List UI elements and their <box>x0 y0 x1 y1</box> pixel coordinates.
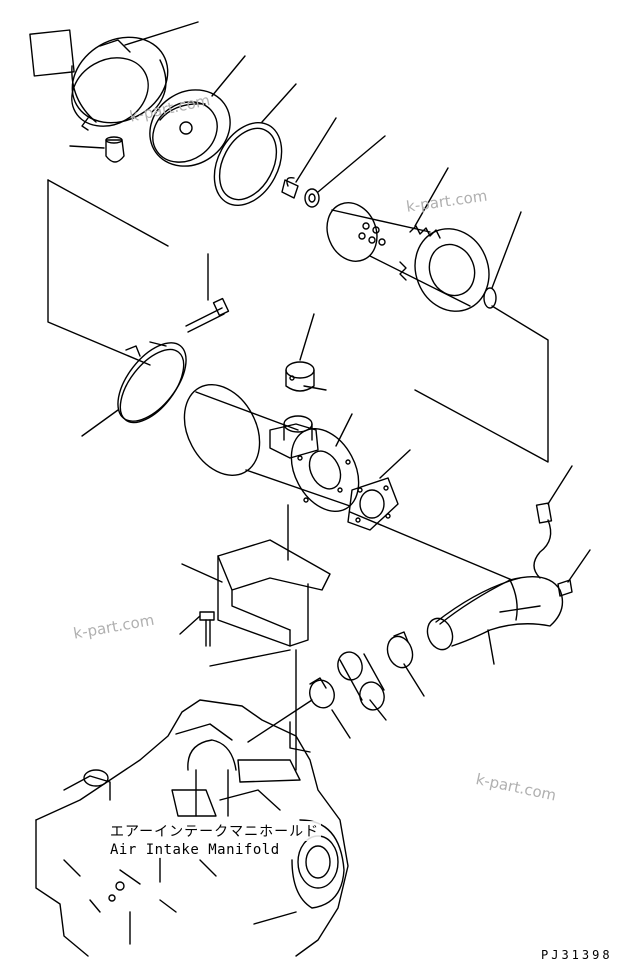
leader-line <box>181 563 223 583</box>
leader-line <box>403 663 425 697</box>
label-plate <box>29 29 75 77</box>
bracket-bolt <box>199 611 215 647</box>
mounting-bracket <box>217 539 331 647</box>
leader-line <box>335 413 353 447</box>
drawing-code: PJ31398 <box>541 948 613 962</box>
connector-bolt <box>557 579 573 597</box>
group-line <box>209 649 291 667</box>
dust-indicator <box>285 361 327 392</box>
wing-nut <box>281 176 299 199</box>
filter-element <box>326 202 490 312</box>
leader-line <box>81 409 119 437</box>
washer <box>304 188 320 208</box>
band-clamp <box>117 341 187 424</box>
band-bolt <box>185 297 230 333</box>
rubber-hose <box>337 651 385 711</box>
o-ring-small <box>483 287 497 309</box>
end-cover <box>149 89 231 167</box>
group-line <box>414 305 549 463</box>
leader-line <box>369 699 387 721</box>
rain-cap <box>71 36 169 131</box>
leader-line <box>295 117 337 183</box>
gasket-ring <box>213 121 283 207</box>
leader-line <box>491 211 522 289</box>
leader-line <box>253 911 297 925</box>
leader-line <box>261 83 297 123</box>
leader-line <box>211 55 246 97</box>
group-line <box>349 511 513 581</box>
hose-clamp <box>386 631 414 669</box>
air-intake-manifold-label-en: Air Intake Manifold <box>108 842 282 858</box>
leader-line <box>414 167 449 227</box>
group-line <box>47 179 169 247</box>
leader-line <box>69 145 105 149</box>
restriction-switch <box>533 502 553 579</box>
leader-line <box>124 21 199 46</box>
leader-line <box>487 629 495 665</box>
leader-line <box>379 449 411 479</box>
leader-line <box>547 465 573 505</box>
air-intake-manifold-label-jp: エアーインテークマニホールド <box>108 821 322 841</box>
air-cleaner-body <box>183 384 360 513</box>
leader-line <box>179 615 201 635</box>
vacuator-valve <box>105 136 125 163</box>
leader-line <box>567 549 591 583</box>
leader-line <box>331 709 351 739</box>
hose-clamp <box>309 677 335 709</box>
flange-gasket <box>347 477 399 531</box>
leader-line <box>299 313 315 361</box>
intake-elbow <box>426 576 564 651</box>
group-line <box>47 179 151 366</box>
leader-line <box>317 135 386 193</box>
group-line <box>247 699 313 743</box>
